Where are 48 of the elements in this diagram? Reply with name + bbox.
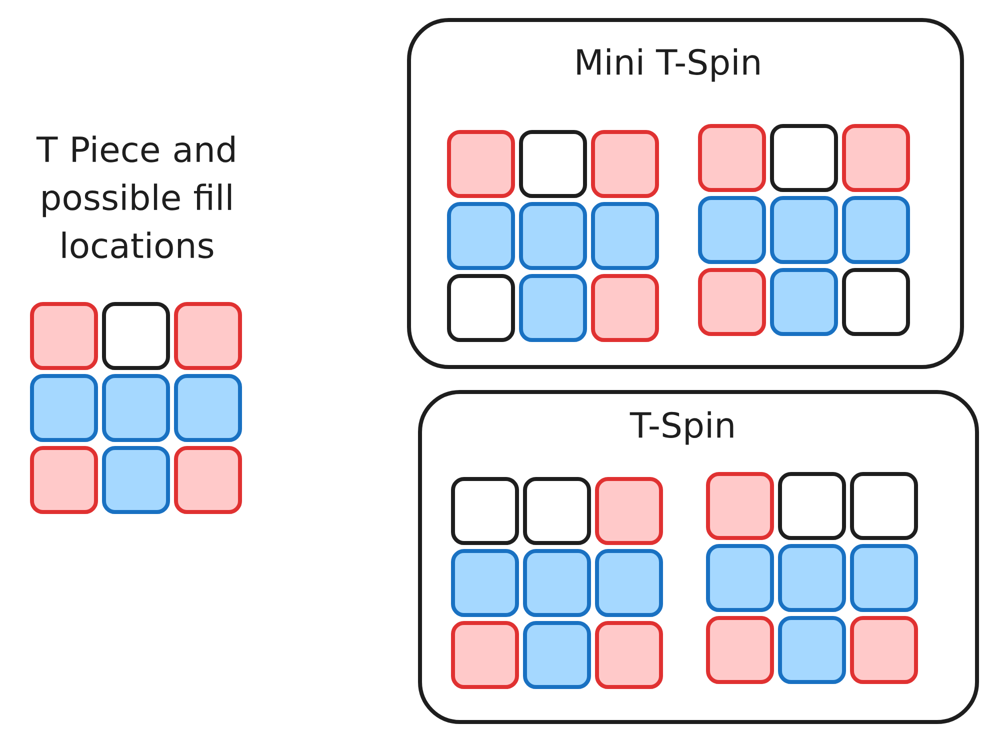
tile bbox=[595, 621, 663, 689]
tile bbox=[850, 544, 918, 612]
tile bbox=[523, 477, 591, 545]
tile bbox=[591, 202, 659, 270]
tile bbox=[842, 268, 910, 336]
tile bbox=[591, 130, 659, 198]
tile bbox=[447, 202, 515, 270]
tile bbox=[706, 544, 774, 612]
tile bbox=[778, 616, 846, 684]
tile bbox=[842, 124, 910, 192]
tile bbox=[102, 302, 170, 370]
tile bbox=[698, 268, 766, 336]
tile bbox=[174, 302, 242, 370]
tile bbox=[447, 274, 515, 342]
panel-title: T-Spin bbox=[630, 411, 734, 445]
tile bbox=[519, 202, 587, 270]
tile bbox=[102, 446, 170, 514]
tile bbox=[770, 124, 838, 192]
tile bbox=[447, 130, 515, 198]
panel-title: Mini T-Spin bbox=[577, 48, 760, 82]
tile bbox=[451, 621, 519, 689]
tile bbox=[30, 302, 98, 370]
tile bbox=[706, 472, 774, 540]
tile bbox=[451, 477, 519, 545]
tile bbox=[770, 196, 838, 264]
tile bbox=[595, 549, 663, 617]
tile bbox=[850, 472, 918, 540]
tile bbox=[850, 616, 918, 684]
tile bbox=[30, 446, 98, 514]
tile bbox=[595, 477, 663, 545]
tile bbox=[519, 274, 587, 342]
tile bbox=[174, 374, 242, 442]
tile bbox=[451, 549, 519, 617]
tile bbox=[778, 472, 846, 540]
tile bbox=[706, 616, 774, 684]
tile bbox=[519, 130, 587, 198]
tile bbox=[778, 544, 846, 612]
tile bbox=[591, 274, 659, 342]
tile bbox=[698, 124, 766, 192]
tile bbox=[523, 549, 591, 617]
heading-text: T Piece and possible fill locations bbox=[36, 136, 234, 258]
tile bbox=[30, 374, 98, 442]
tile bbox=[698, 196, 766, 264]
tile bbox=[842, 196, 910, 264]
tile bbox=[102, 374, 170, 442]
tile bbox=[174, 446, 242, 514]
tile bbox=[770, 268, 838, 336]
tile bbox=[523, 621, 591, 689]
